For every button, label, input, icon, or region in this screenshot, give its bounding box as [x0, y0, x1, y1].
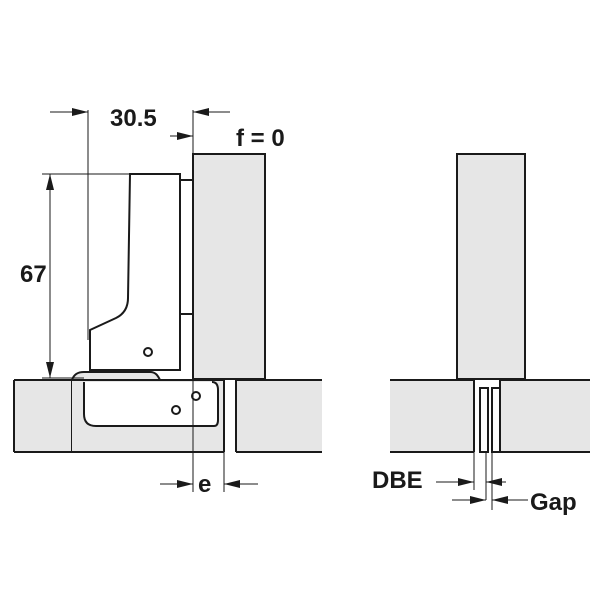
left-figure: 30.5 f = 0 67 e [13, 105, 322, 498]
side-panel-left-b-fill [236, 380, 322, 452]
hinge-cup-screw-1 [191, 391, 201, 401]
dim-height-label: 67 [20, 261, 47, 288]
dim-gap-label: Gap [530, 489, 577, 516]
side-panel-left-a [14, 379, 73, 453]
slot-left [479, 387, 489, 453]
hinge-cup [83, 381, 219, 427]
mounting-plate [70, 371, 162, 381]
side-panel-right-a-fill [390, 380, 474, 452]
dim-f-label: f = 0 [236, 125, 285, 152]
hinge-boss [179, 179, 194, 315]
hinge-cup-screw-2 [171, 405, 181, 415]
door-panel-left [192, 153, 266, 380]
dim-dbe-label: DBE [372, 467, 423, 494]
door-panel-right [456, 153, 526, 380]
dim-overlay-label: 30.5 [110, 105, 157, 132]
dim-e-label: e [198, 471, 211, 498]
right-figure: DBE Gap [372, 153, 590, 516]
hinge-arm [89, 173, 181, 371]
slot-right [491, 387, 501, 453]
hinge-arm-pivot [143, 347, 153, 357]
side-panel-right-b-fill [500, 380, 590, 452]
